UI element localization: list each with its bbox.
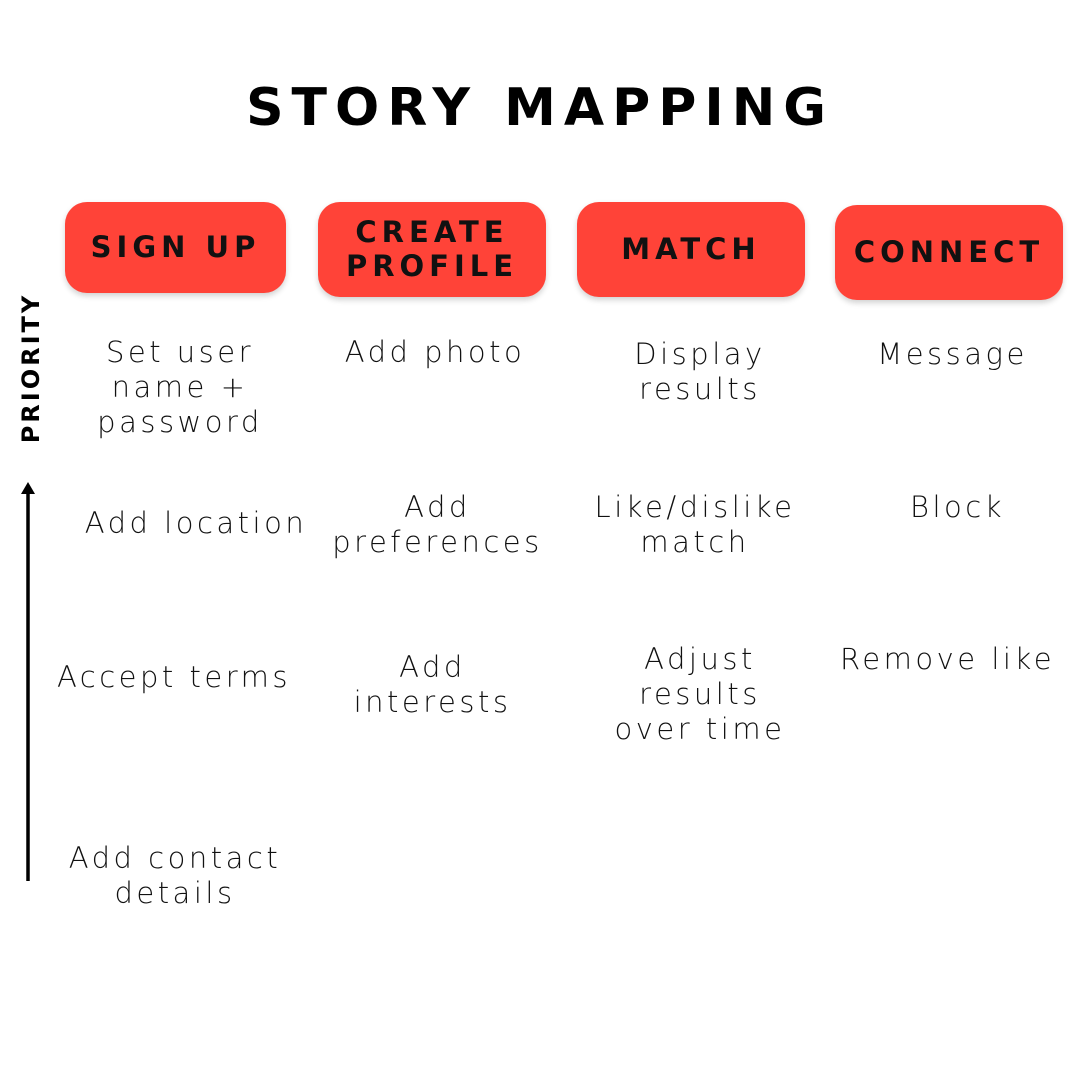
story-card: Set user name + password [97,335,263,439]
story-card: Accept terms [56,660,292,694]
page-title: STORY MAPPING [246,78,834,138]
epic-match: MATCH [577,202,805,297]
arrow-up-icon [21,482,35,881]
story-card: Add location [84,506,308,540]
epic-connect: CONNECT [835,205,1063,300]
epic-sign-up: SIGN UP [65,202,286,293]
epic-create-profile: CREATE PROFILE [318,202,546,297]
story-card: Adjust results over time [614,642,786,746]
story-card: Block [909,490,1006,524]
story-card: Remove like [839,642,1056,676]
story-card: Add photo [344,335,526,369]
story-card: Add preferences [332,490,543,559]
story-card: Like/dislike match [594,490,796,559]
story-card: Add contact details [68,841,282,910]
priority-axis-label: PRIORITY [17,292,45,444]
story-card: Message [877,337,1028,371]
story-card: Add interests [353,650,512,719]
story-card: Display results [634,337,766,406]
